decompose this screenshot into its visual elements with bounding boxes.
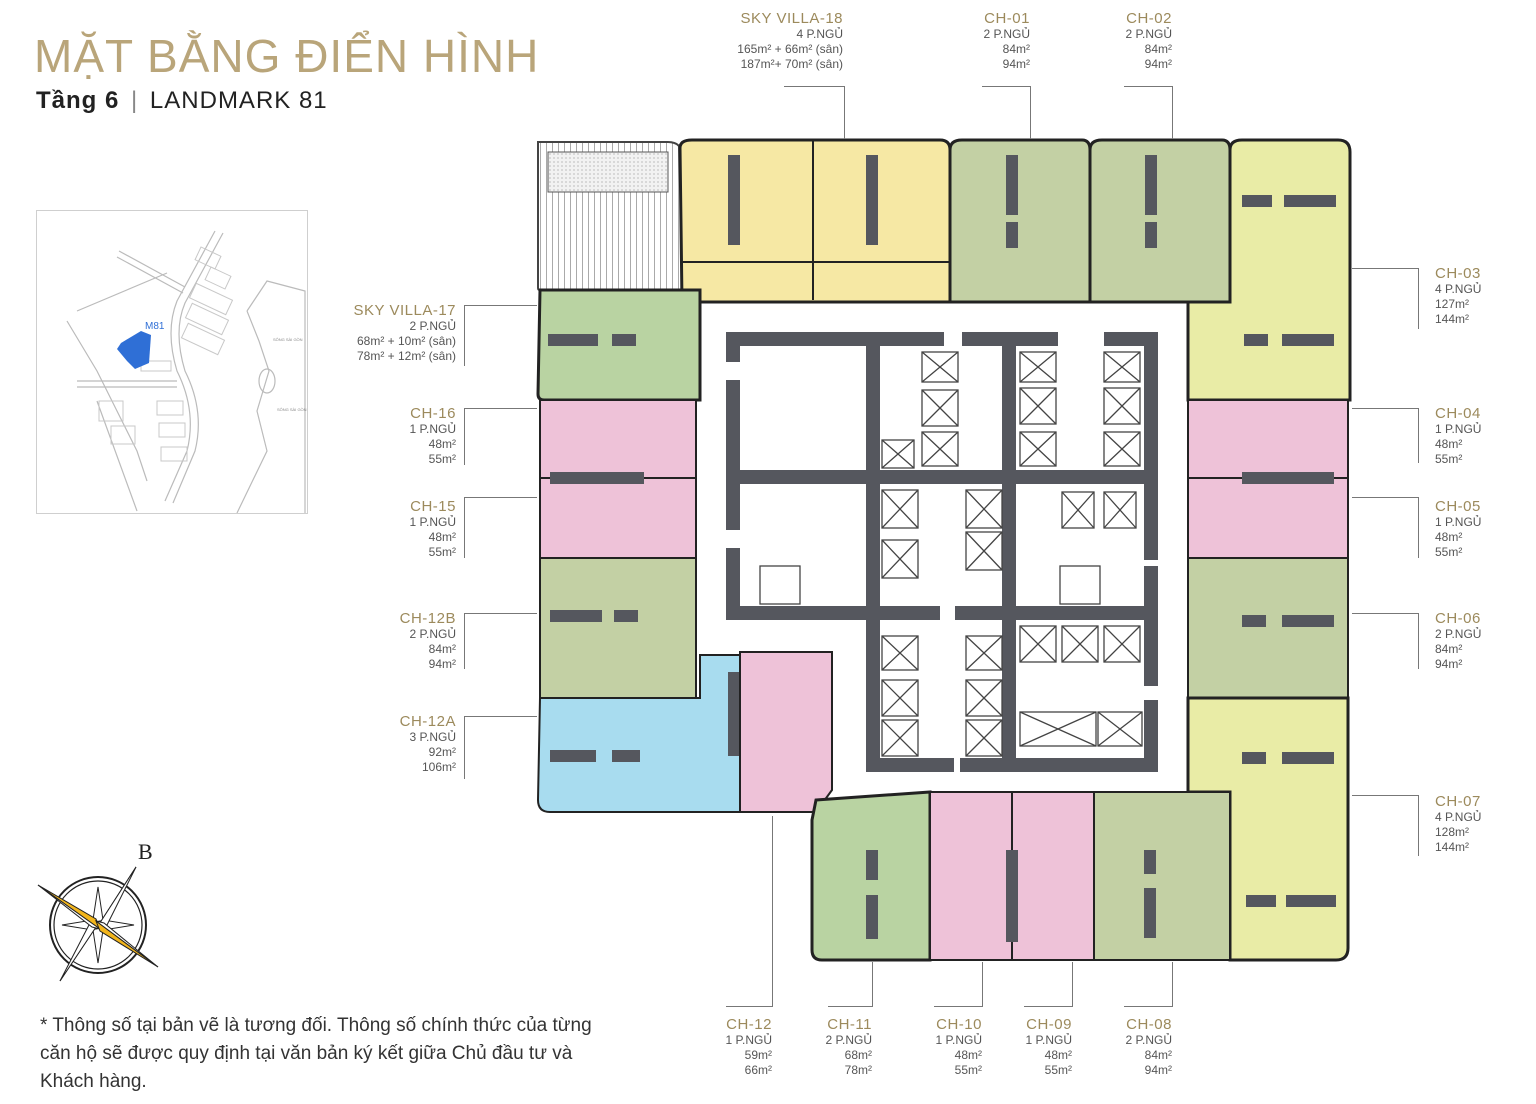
unit-ch-01 <box>948 138 1092 304</box>
leader-ch-09 <box>1024 962 1073 1007</box>
north-label: B <box>138 839 153 864</box>
building-name: LANDMARK 81 <box>149 87 328 114</box>
svg-text:SÔNG SÀI GÒN: SÔNG SÀI GÒN <box>277 407 307 412</box>
unit-ch-12a <box>536 654 741 813</box>
leader-ch-01 <box>982 86 1031 139</box>
m81-location-marker <box>117 331 151 369</box>
leader-ch-07 <box>1352 795 1419 856</box>
unit-ch-11 <box>810 790 932 962</box>
sky-terrace <box>537 141 683 291</box>
page-subtitle: Tầng 6 | LANDMARK 81 <box>36 86 328 116</box>
compass-icon: B <box>37 839 159 982</box>
leader-ch-03 <box>1352 268 1419 329</box>
unit-ch-12 <box>739 651 833 813</box>
leader-sky-villa-17 <box>464 305 537 366</box>
svg-text:M81: M81 <box>145 321 165 332</box>
leader-ch-10 <box>934 962 983 1007</box>
unit-ch-15 <box>539 472 697 559</box>
compass-rose: B <box>30 835 170 985</box>
leader-ch-12 <box>726 816 773 1007</box>
leader-ch-12b <box>464 613 537 669</box>
unit-ch-05 <box>1187 472 1349 559</box>
page-title: MẶT BẰNG ĐIỂN HÌNH <box>34 30 540 82</box>
building-core <box>726 332 1158 772</box>
leader-ch-04 <box>1352 408 1419 463</box>
unit-ch-16 <box>539 399 697 479</box>
floor-label: Tầng 6 <box>36 87 120 114</box>
unit-ch-02 <box>1088 138 1232 304</box>
svg-text:SÔNG SÀI GÒN: SÔNG SÀI GÒN <box>273 337 303 342</box>
site-map-drawing: M81 SÔNG SÀI GÒN SÔNG SÀI GÒN <box>66 230 307 514</box>
elevators <box>759 351 1143 757</box>
unit-sky-villa-18 <box>678 138 952 304</box>
leader-sky-villa-18 <box>784 86 845 139</box>
unit-ch-06 <box>1187 557 1349 699</box>
unit-ch-09 <box>1006 791 1095 961</box>
leader-ch-11 <box>828 962 873 1007</box>
unit-ch-10 <box>929 791 1013 961</box>
unit-sky-villa-17 <box>536 288 702 402</box>
leader-ch-12a <box>464 716 537 779</box>
unit-ch-08 <box>1093 791 1231 961</box>
leader-ch-16 <box>464 408 537 465</box>
disclaimer-note: * Thông số tại bản vẽ là tương đối. Thôn… <box>40 1015 592 1092</box>
leader-ch-02 <box>1124 86 1173 139</box>
leader-ch-06 <box>1352 613 1419 669</box>
unit-ch-07 <box>1186 696 1350 962</box>
site-location-map: M81 SÔNG SÀI GÒN SÔNG SÀI GÒN <box>36 210 308 514</box>
unit-ch-04 <box>1187 399 1349 479</box>
leader-ch-05 <box>1352 497 1419 558</box>
unit-ch-12b <box>539 557 697 699</box>
leader-ch-08 <box>1124 962 1173 1007</box>
unit-ch-03 <box>1186 138 1352 402</box>
leader-ch-15 <box>464 497 537 558</box>
subtitle-separator: | <box>131 87 139 114</box>
